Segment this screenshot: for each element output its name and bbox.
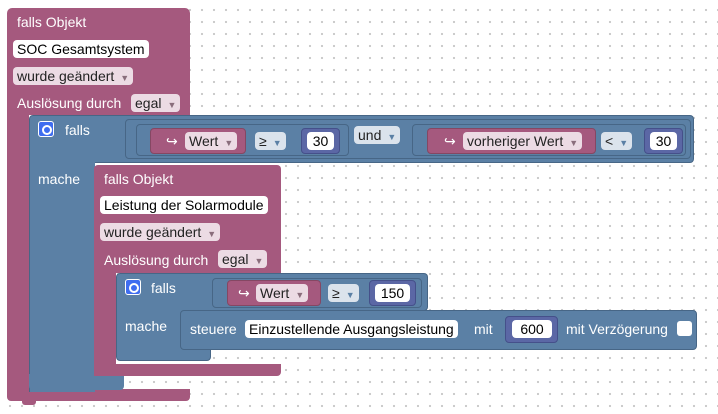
dropdown-arrow-icon: ▼ xyxy=(167,100,177,110)
outer-object-selector[interactable]: SOC Gesamtsystem xyxy=(13,40,149,58)
outer-trigger-label: Auslösung durch xyxy=(17,95,122,111)
compare-operator: < xyxy=(605,133,614,149)
compare-operator: ≥ xyxy=(259,133,267,149)
outer-object-label: SOC Gesamtsystem xyxy=(17,41,145,57)
compare-operator-dropdown-3[interactable]: ≥▼ xyxy=(328,284,359,302)
if1-do-label: mache xyxy=(38,171,81,187)
variable-label: Wert xyxy=(189,133,219,149)
variable-label: Wert xyxy=(260,285,290,301)
if2-do-label: mache xyxy=(125,318,168,334)
inner-trigger-foot xyxy=(94,364,281,376)
inner-change-dropdown[interactable]: wurde geändert ▼ xyxy=(100,223,221,241)
inner-trigger-label: Auslösung durch xyxy=(104,252,209,268)
dropdown-arrow-icon: ▼ xyxy=(254,256,264,266)
outer-change-dropdown[interactable]: wurde geändert ▼ xyxy=(13,67,134,85)
settings-gear-icon[interactable] xyxy=(38,121,54,137)
variable-label: vorheriger Wert xyxy=(467,133,564,149)
inner-trigger-dropdown[interactable]: egal ▼ xyxy=(218,250,268,268)
compare-operator: ≥ xyxy=(332,285,340,301)
dropdown-arrow-icon: ▼ xyxy=(387,132,397,142)
dropdown-arrow-icon: ▼ xyxy=(120,73,130,83)
compare-operator-dropdown-2[interactable]: <▼ xyxy=(601,132,633,150)
logic-operator-label: und xyxy=(358,127,382,143)
number-field-2[interactable]: 30 xyxy=(650,132,677,150)
dropdown-arrow-icon: ▼ xyxy=(207,229,217,239)
delay-checkbox[interactable] xyxy=(677,321,692,336)
dropdown-arrow-icon: ▼ xyxy=(272,138,282,148)
dropdown-arrow-icon: ▼ xyxy=(224,138,234,148)
inner-object-label: Leistung der Solarmodule xyxy=(104,197,264,213)
if1-spine xyxy=(29,162,95,392)
number-field-1[interactable]: 30 xyxy=(307,132,334,150)
compare-operator-dropdown-1[interactable]: ≥▼ xyxy=(255,132,286,150)
dropdown-arrow-icon: ▼ xyxy=(345,290,355,300)
inner-change-label: wurde geändert xyxy=(104,224,202,240)
if1-foot xyxy=(29,374,124,390)
logic-operator-dropdown[interactable]: und ▼ xyxy=(354,126,401,144)
dropdown-arrow-icon: ▼ xyxy=(569,138,579,148)
control-label: steuere xyxy=(190,321,237,337)
outer-change-label: wurde geändert xyxy=(17,68,115,84)
dropdown-arrow-icon: ▼ xyxy=(295,290,305,300)
control-with-label: mit xyxy=(474,321,493,337)
variable-dropdown-wert-2[interactable]: Wert ▼ xyxy=(256,284,309,302)
inner-object-selector[interactable]: Leistung der Solarmodule xyxy=(100,196,268,214)
hook-arrow-icon: ↪ xyxy=(238,285,250,301)
number-field-3[interactable]: 150 xyxy=(375,284,410,302)
number-field-4[interactable]: 600 xyxy=(512,320,552,338)
control-target-selector[interactable]: Einzustellende Ausgangsleistung xyxy=(245,320,458,338)
variable-dropdown-wert-1[interactable]: Wert ▼ xyxy=(185,132,238,150)
control-target-label: Einzustellende Ausgangsleistung xyxy=(249,321,454,337)
if1-label: falls xyxy=(65,122,90,138)
hook-arrow-icon: ↪ xyxy=(166,133,178,149)
dropdown-arrow-icon: ▼ xyxy=(619,138,629,148)
outer-trigger-tab xyxy=(22,400,36,405)
outer-trigger-foot xyxy=(7,389,190,401)
variable-dropdown-prev[interactable]: vorheriger Wert ▼ xyxy=(463,132,583,150)
inner-trigger-title: falls Objekt xyxy=(104,171,174,187)
outer-trigger-value: egal xyxy=(135,95,162,111)
hook-arrow-icon: ↪ xyxy=(444,133,456,149)
outer-trigger-title: falls Objekt xyxy=(17,14,87,30)
control-delay-label: mit Verzögerung xyxy=(566,321,668,337)
settings-gear-icon[interactable] xyxy=(125,279,141,295)
if2-label: falls xyxy=(151,280,176,296)
outer-trigger-spine xyxy=(7,100,29,395)
outer-trigger-dropdown[interactable]: egal ▼ xyxy=(131,94,181,112)
inner-trigger-spine xyxy=(94,265,116,376)
inner-trigger-value: egal xyxy=(222,251,249,267)
